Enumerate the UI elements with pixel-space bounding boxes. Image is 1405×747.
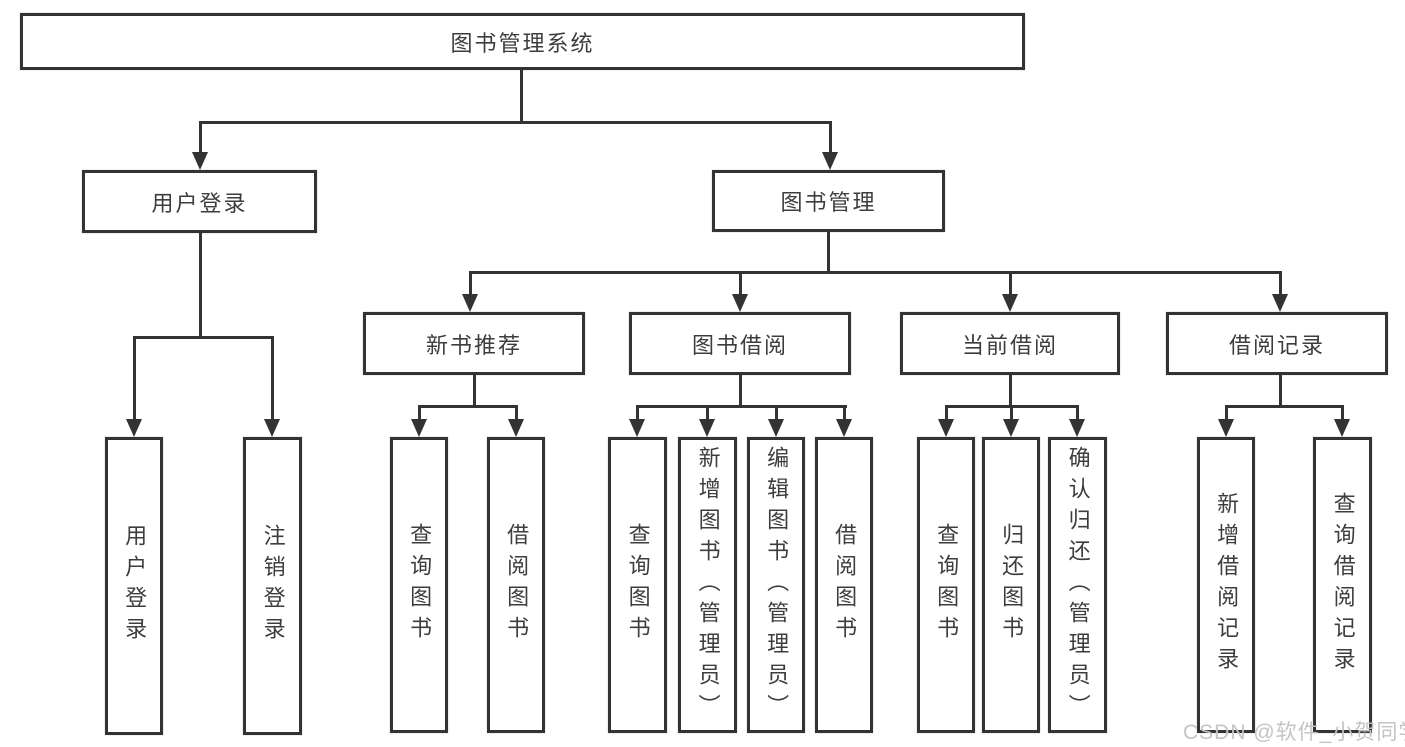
- connector-segment: [636, 405, 639, 421]
- leaf-recommend-borrow-books-label: 借阅图书: [504, 523, 530, 647]
- leaf-recommend-query-books-label: 查询图书: [407, 523, 433, 647]
- connector-segment: [1279, 375, 1282, 408]
- node-user-login-label: 用户登录: [151, 190, 248, 216]
- leaf-return-books-label: 归还图书: [999, 523, 1025, 647]
- connector-segment: [469, 271, 1282, 274]
- leaf-add-book-admin-label: 新增图书（管理员）: [695, 445, 721, 725]
- connector-segment: [1341, 405, 1344, 421]
- node-book-management-label: 图书管理: [780, 190, 877, 215]
- node-book-management: 图书管理: [712, 170, 945, 232]
- connector-segment: [520, 70, 523, 121]
- connector-segment: [1279, 271, 1282, 296]
- arrowhead-down-icon: [732, 294, 748, 312]
- arrowhead-down-icon: [1334, 419, 1350, 437]
- leaf-query-borrow-record-label: 查询借阅记录: [1330, 492, 1356, 678]
- leaf-recommend-query-books: 查询图书: [390, 437, 448, 733]
- arrowhead-down-icon: [411, 419, 427, 437]
- node-book-borrowing-label: 图书借阅: [691, 332, 788, 358]
- arrowhead-down-icon: [768, 419, 784, 437]
- node-borrowing-records: 借阅记录: [1166, 312, 1388, 375]
- arrowhead-down-icon: [836, 419, 852, 437]
- connector-segment: [706, 405, 709, 421]
- connector-segment: [1076, 405, 1079, 421]
- connector-segment: [473, 375, 476, 408]
- leaf-confirm-return-admin-label: 确认归还（管理员）: [1065, 445, 1091, 725]
- connector-segment: [1010, 405, 1013, 421]
- connector-segment: [739, 375, 742, 408]
- leaf-add-borrow-record: 新增借阅记录: [1197, 437, 1255, 733]
- leaf-return-books: 归还图书: [982, 437, 1040, 733]
- leaf-edit-book-admin: 编辑图书（管理员）: [747, 437, 805, 733]
- node-user-login: 用户登录: [82, 170, 317, 233]
- arrowhead-down-icon: [264, 419, 280, 437]
- arrowhead-down-icon: [462, 294, 478, 312]
- leaf-logout: 注销登录: [243, 437, 302, 735]
- arrowhead-down-icon: [1069, 419, 1085, 437]
- leaf-edit-book-admin-label: 编辑图书（管理员）: [764, 445, 790, 725]
- arrowhead-down-icon: [192, 152, 208, 170]
- connector-segment: [1225, 405, 1228, 421]
- node-new-book-recommend: 新书推荐: [363, 312, 585, 375]
- connector-segment: [133, 336, 136, 420]
- leaf-current-query-books: 查询图书: [917, 437, 975, 733]
- leaf-borrow-books-label: 借阅图书: [832, 523, 858, 647]
- connector-segment: [271, 336, 274, 420]
- connector-segment: [829, 121, 832, 154]
- connector-segment: [945, 405, 948, 421]
- node-new-book-recommend-label: 新书推荐: [425, 332, 522, 358]
- arrowhead-down-icon: [1003, 419, 1019, 437]
- node-current-borrowing-label: 当前借阅: [961, 332, 1058, 358]
- leaf-recommend-borrow-books: 借阅图书: [487, 437, 545, 733]
- connector-segment: [199, 121, 202, 154]
- leaf-borrowing-query-books-label: 查询图书: [625, 523, 651, 647]
- connector-segment: [827, 232, 830, 274]
- node-borrowing-records-label: 借阅记录: [1228, 332, 1325, 358]
- arrowhead-down-icon: [1272, 294, 1288, 312]
- connector-segment: [775, 405, 778, 421]
- connector-segment: [1225, 405, 1344, 408]
- connector-segment: [469, 271, 472, 296]
- connector-segment: [515, 405, 518, 421]
- leaf-current-query-books-label: 查询图书: [934, 523, 960, 647]
- leaf-borrow-books: 借阅图书: [815, 437, 873, 733]
- arrowhead-down-icon: [126, 419, 142, 437]
- connector-segment: [636, 405, 847, 408]
- node-library-system: 图书管理系统: [20, 13, 1025, 70]
- arrowhead-down-icon: [629, 419, 645, 437]
- connector-segment: [199, 233, 202, 336]
- leaf-logout-label: 注销登录: [260, 524, 286, 648]
- connector-segment: [1009, 271, 1012, 296]
- connector-segment: [199, 121, 832, 124]
- connector-segment: [133, 336, 274, 339]
- arrowhead-down-icon: [699, 419, 715, 437]
- arrowhead-down-icon: [822, 152, 838, 170]
- node-library-system-label: 图书管理系统: [450, 30, 595, 56]
- arrowhead-down-icon: [938, 419, 954, 437]
- leaf-add-borrow-record-label: 新增借阅记录: [1214, 492, 1240, 678]
- leaf-query-borrow-record: 查询借阅记录: [1313, 437, 1372, 733]
- connector-segment: [418, 405, 518, 408]
- leaf-user-login-label: 用户登录: [122, 524, 148, 648]
- connector-segment: [739, 271, 742, 296]
- watermark-text: CSDN @软件_小贺同学: [1183, 721, 1405, 744]
- leaf-add-book-admin: 新增图书（管理员）: [678, 437, 737, 733]
- connector-segment: [1009, 375, 1012, 408]
- node-book-borrowing: 图书借阅: [629, 312, 851, 375]
- connector-segment: [843, 405, 846, 421]
- leaf-borrowing-query-books: 查询图书: [608, 437, 667, 733]
- arrowhead-down-icon: [1218, 419, 1234, 437]
- leaf-confirm-return-admin: 确认归还（管理员）: [1048, 437, 1107, 733]
- arrowhead-down-icon: [508, 419, 524, 437]
- node-current-borrowing: 当前借阅: [900, 312, 1120, 375]
- connector-segment: [418, 405, 421, 421]
- leaf-user-login: 用户登录: [105, 437, 163, 735]
- arrowhead-down-icon: [1002, 294, 1018, 312]
